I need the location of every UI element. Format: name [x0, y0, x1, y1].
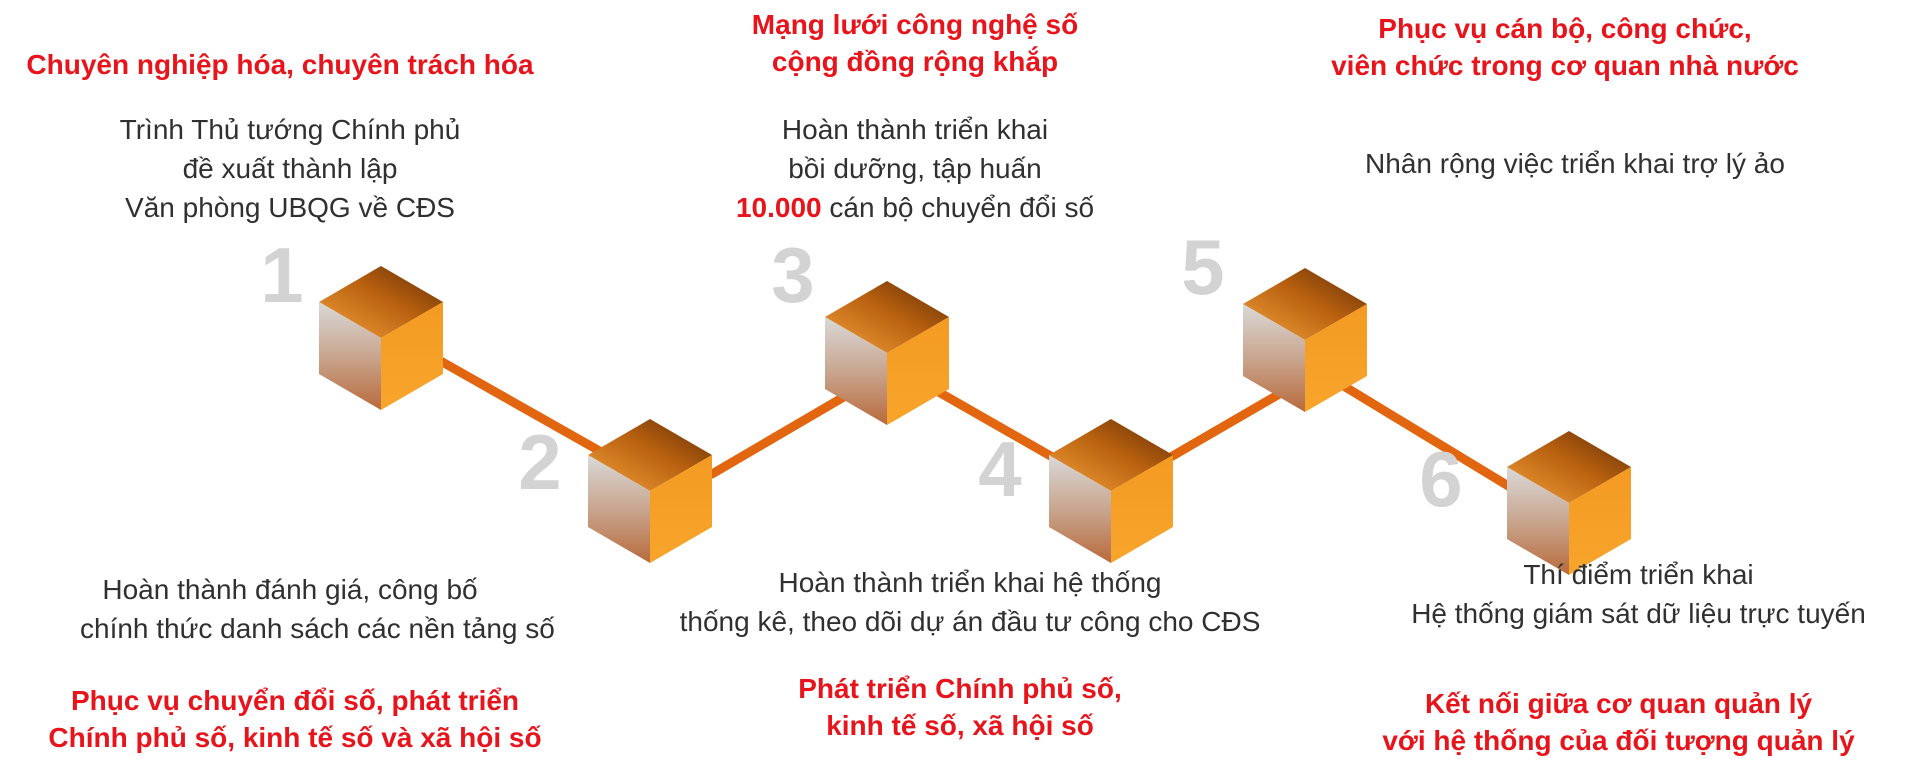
description-line: Hệ thống giám sát dữ liệu trực tuyến [1370, 594, 1907, 633]
step-2-description: Hoàn thành đánh giá, công bố chính thức d… [80, 570, 555, 648]
cube-right-face [1111, 455, 1173, 563]
step-numbers: 1 2 3 4 5 6 [260, 223, 1462, 523]
step-5-description: Nhân rộng việc triển khai trợ lý ảo [1300, 144, 1850, 183]
description-line: Hoàn thành đánh giá, công bố [80, 570, 500, 609]
cube-right-face [381, 302, 443, 410]
heading-line: Phát triển Chính phủ số, [798, 673, 1122, 704]
cube-right-face [650, 455, 712, 563]
step-3-cube [825, 281, 949, 425]
step-4-heading: Phát triển Chính phủ số, kinh tế số, xã h… [740, 670, 1180, 744]
description-line: thống kê, theo dõi dự án đầu tư công cho… [660, 602, 1280, 641]
description-line: Hoàn thành triển khai hệ thống [660, 563, 1280, 602]
description-text: đề xuất thành lập [182, 153, 398, 184]
heading-line: Chính phủ số, kinh tế số và xã hội số [48, 722, 542, 753]
heading-line: Mạng lưới công nghệ số [751, 9, 1079, 40]
description-line: Nhân rộng việc triển khai trợ lý ảo [1300, 144, 1850, 183]
step-1-description: Trình Thủ tướng Chính phủ đề xuất thành l… [70, 110, 510, 227]
step-1-heading: Chuyên nghiệp hóa, chuyên trách hóa [0, 46, 560, 83]
heading-line: Phục vụ chuyển đổi số, phát triển [70, 685, 520, 716]
description-line: Hoàn thành triển khai [690, 110, 1140, 149]
step-4-description: Hoàn thành triển khai hệ thống thống kê, … [660, 563, 1280, 641]
description-text: Hoàn thành triển khai hệ thống [778, 567, 1162, 598]
heading-line: viên chức trong cơ quan nhà nước [1331, 50, 1799, 81]
description-line: Văn phòng UBQG về CĐS [70, 188, 510, 227]
step-3-number: 3 [771, 231, 814, 319]
description-line: Thí điểm triển khai [1370, 555, 1907, 594]
description-line: chính thức danh sách các nền tảng số [80, 609, 555, 648]
step-cubes [319, 266, 1631, 575]
description-text: bồi dưỡng, tập huấn [788, 153, 1042, 184]
connector-line-5 [1314, 366, 1515, 492]
step-5-cube [1243, 268, 1367, 412]
step-3-description: Hoàn thành triển khai bồi dưỡng, tập huấn… [690, 110, 1140, 227]
description-text: cán bộ chuyển đổi số [821, 192, 1095, 223]
heading-line: Kết nối giữa cơ quan quản lý [1424, 688, 1813, 719]
description-text: Hoàn thành đánh giá, công bố [102, 574, 478, 605]
heading-line: cộng đồng rộng khắp [771, 46, 1059, 77]
step-1-cube [319, 266, 443, 410]
step-6-description: Thí điểm triển khai Hệ thống giám sát dữ … [1370, 555, 1907, 633]
step-3-heading: Mạng lưới công nghệ số cộng đồng rộng khắ… [690, 6, 1140, 80]
description-text: Nhân rộng việc triển khai trợ lý ảo [1365, 148, 1785, 179]
cube-right-face [1305, 304, 1367, 412]
description-text: thống kê, theo dõi dự án đầu tư công cho… [679, 606, 1261, 637]
description-text: Hoàn thành triển khai [781, 114, 1049, 145]
heading-line: Phục vụ cán bộ, công chức, [1378, 13, 1752, 44]
cube-right-face [887, 317, 949, 425]
cube-left-face [319, 302, 381, 410]
heading-line: Chuyên nghiệp hóa, chuyên trách hóa [26, 49, 534, 80]
description-text: Hệ thống giám sát dữ liệu trực tuyến [1411, 598, 1866, 629]
cube-right-face [1569, 467, 1631, 575]
cube-left-face [1507, 467, 1569, 575]
step-4-cube [1049, 419, 1173, 563]
connector-line-1 [425, 350, 617, 463]
step-4-number: 4 [978, 425, 1021, 513]
description-text: Trình Thủ tướng Chính phủ [119, 114, 461, 145]
description-line: bồi dưỡng, tập huấn [690, 149, 1140, 188]
step-5-number: 5 [1181, 223, 1224, 311]
step-5-heading: Phục vụ cán bộ, công chức, viên chức tron… [1270, 10, 1860, 84]
description-text: chính thức danh sách các nền tảng số [80, 613, 555, 644]
step-6-cube [1507, 431, 1631, 575]
step-2-cube [588, 419, 712, 563]
heading-line: kinh tế số, xã hội số [826, 710, 1094, 741]
heading-line: với hệ thống của đối tượng quản lý [1382, 725, 1855, 756]
description-text: Văn phòng UBQG về CĐS [125, 192, 455, 223]
step-6-number: 6 [1419, 435, 1462, 523]
step-6-heading: Kết nối giữa cơ quan quản lý với hệ thống… [1330, 685, 1907, 759]
cube-left-face [825, 317, 887, 425]
description-line: Trình Thủ tướng Chính phủ [70, 110, 510, 149]
step-1-number: 1 [260, 231, 303, 319]
cube-left-face [588, 455, 650, 563]
highlight-number: 10.000 [735, 192, 822, 223]
cube-left-face [1243, 304, 1305, 412]
step-2-number: 2 [518, 418, 561, 506]
description-line: 10.000 cán bộ chuyển đổi số [690, 188, 1140, 227]
description-text: Thí điểm triển khai [1523, 559, 1754, 590]
description-line: đề xuất thành lập [70, 149, 510, 188]
cube-left-face [1049, 455, 1111, 563]
